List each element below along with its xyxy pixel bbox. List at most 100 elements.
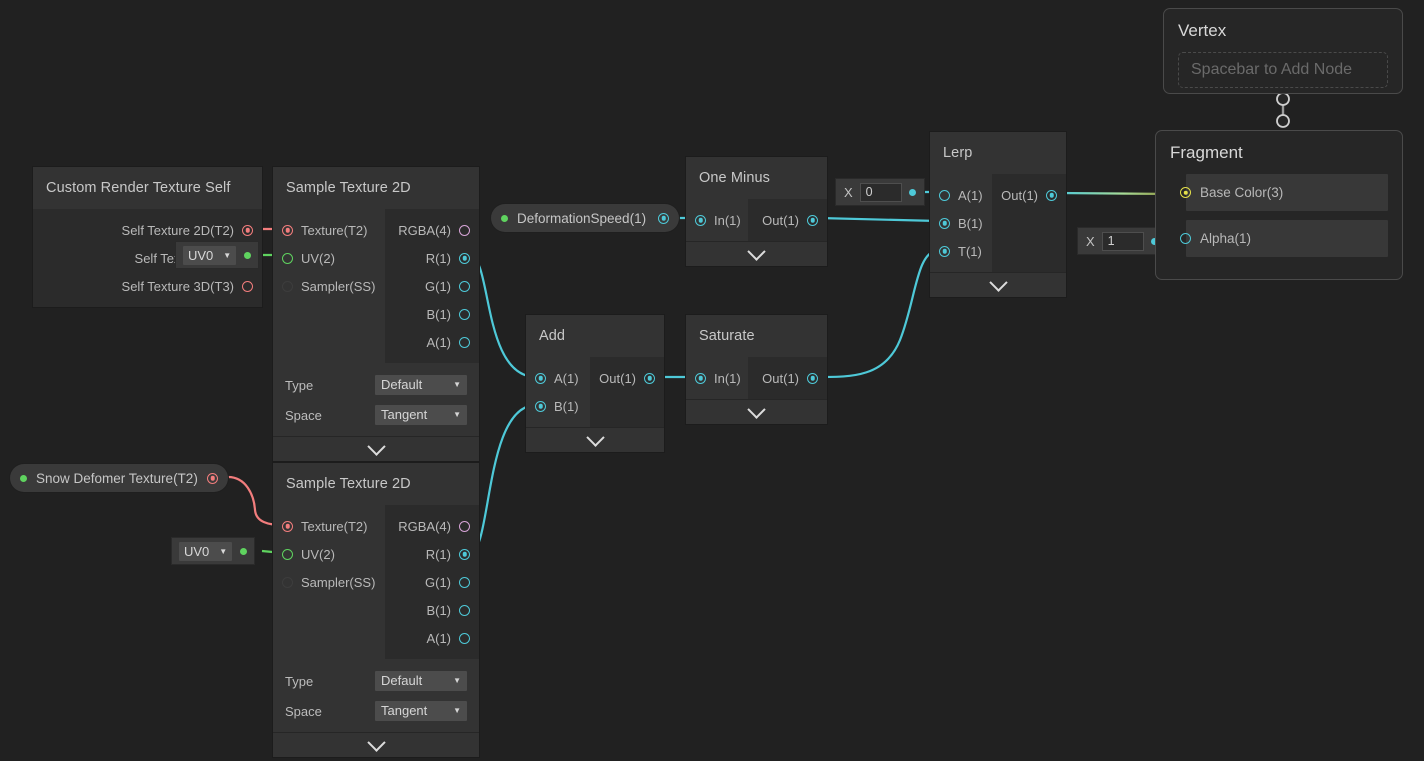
port-slot-out[interactable] bbox=[644, 372, 655, 384]
port-g[interactable]: G(1) bbox=[385, 272, 479, 300]
port-slot-sampler[interactable] bbox=[282, 280, 293, 292]
setting-type[interactable]: Type Default ▼ bbox=[273, 668, 479, 694]
node-custom-render-texture-self[interactable]: Custom Render Texture Self Self Texture … bbox=[33, 167, 262, 307]
port-self-texture-3d[interactable]: Self Texture 3D(T3) bbox=[33, 272, 262, 300]
value-output-dot[interactable] bbox=[908, 188, 916, 196]
port-out[interactable]: Out(1) bbox=[992, 181, 1066, 209]
property-deformation-speed[interactable]: DeformationSpeed(1) bbox=[491, 204, 679, 232]
collapse-toggle[interactable] bbox=[526, 427, 664, 452]
space-dropdown[interactable]: Tangent ▼ bbox=[375, 701, 467, 721]
fragment-row-base-color[interactable]: Base Color(3) bbox=[1170, 174, 1388, 211]
port-b[interactable]: B(1) bbox=[385, 596, 479, 624]
port-slot-texture[interactable] bbox=[242, 224, 253, 236]
port-slot-b[interactable] bbox=[459, 604, 470, 616]
port-slot-uv[interactable] bbox=[282, 548, 293, 560]
port-slot-r[interactable] bbox=[459, 548, 470, 560]
type-dropdown[interactable]: Default ▼ bbox=[375, 671, 467, 691]
master-stack-vertex-block[interactable]: Vertex Spacebar to Add Node bbox=[1163, 8, 1403, 94]
uv-selector-crt[interactable]: UV0 ▼ bbox=[176, 242, 259, 268]
port-b[interactable]: B(1) bbox=[526, 392, 590, 420]
collapse-toggle[interactable] bbox=[273, 436, 479, 461]
port-slot-r[interactable] bbox=[459, 252, 470, 264]
setting-space[interactable]: Space Tangent ▼ bbox=[273, 698, 479, 724]
port-slot-a[interactable] bbox=[535, 372, 546, 384]
port-self-texture-2d[interactable]: Self Texture 2D(T2) bbox=[33, 216, 262, 244]
port-sampler[interactable]: Sampler(SS) bbox=[273, 568, 385, 596]
port-rgba[interactable]: RGBA(4) bbox=[385, 216, 479, 244]
port-slot-a[interactable] bbox=[459, 336, 470, 348]
port-out[interactable]: Out(1) bbox=[590, 364, 664, 392]
port-slot-out[interactable] bbox=[807, 214, 818, 226]
port-slot-a[interactable] bbox=[939, 189, 950, 201]
port-slot-rgba[interactable] bbox=[459, 520, 470, 532]
port-r[interactable]: R(1) bbox=[385, 244, 479, 272]
node-sample-texture-2d-2[interactable]: Sample Texture 2D Texture(T2) UV(2) Samp… bbox=[273, 463, 479, 757]
node-lerp[interactable]: Lerp A(1) B(1) T(1) Out(1) bbox=[930, 132, 1066, 297]
port-a[interactable]: A(1) bbox=[526, 364, 590, 392]
port-rgba[interactable]: RGBA(4) bbox=[385, 512, 479, 540]
port-slot-uv[interactable] bbox=[282, 252, 293, 264]
port-slot-alpha[interactable] bbox=[1180, 233, 1191, 244]
value-output-dot[interactable] bbox=[1150, 237, 1158, 245]
node-one-minus[interactable]: One Minus In(1) Out(1) bbox=[686, 157, 827, 266]
fragment-alpha-value-field[interactable]: X 1 bbox=[1078, 228, 1166, 254]
port-slot-sampler[interactable] bbox=[282, 576, 293, 588]
uv-dropdown[interactable]: UV0 ▼ bbox=[183, 245, 237, 265]
port-a[interactable]: A(1) bbox=[385, 328, 479, 356]
lerp-a-value-field[interactable]: X 0 bbox=[836, 179, 924, 205]
alpha-input[interactable]: 1 bbox=[1101, 231, 1144, 251]
port-in[interactable]: In(1) bbox=[686, 206, 748, 234]
node-add[interactable]: Add A(1) B(1) Out(1) bbox=[526, 315, 664, 452]
port-slot-out[interactable] bbox=[807, 372, 818, 384]
node-saturate[interactable]: Saturate In(1) Out(1) bbox=[686, 315, 827, 424]
port-slot-g[interactable] bbox=[459, 576, 470, 588]
collapse-toggle[interactable] bbox=[686, 399, 827, 424]
port-out[interactable]: Out(1) bbox=[748, 364, 827, 392]
port-slot-b[interactable] bbox=[459, 308, 470, 320]
port-slot-b[interactable] bbox=[535, 400, 546, 412]
port-t[interactable]: T(1) bbox=[930, 237, 992, 265]
lerp-a-input[interactable]: 0 bbox=[859, 182, 902, 202]
setting-type[interactable]: Type Default ▼ bbox=[273, 372, 479, 398]
port-slot-g[interactable] bbox=[459, 280, 470, 292]
port-slot-a[interactable] bbox=[459, 632, 470, 644]
port-slot-base-color[interactable] bbox=[1180, 187, 1191, 198]
port-r[interactable]: R(1) bbox=[385, 540, 479, 568]
vertex-add-node-placeholder[interactable]: Spacebar to Add Node bbox=[1178, 52, 1388, 88]
port-b[interactable]: B(1) bbox=[385, 300, 479, 328]
port-slot-in[interactable] bbox=[695, 372, 706, 384]
port-slot-texture-3d[interactable] bbox=[242, 280, 253, 292]
uv-output-dot[interactable] bbox=[244, 251, 252, 259]
port-slot-in[interactable] bbox=[695, 214, 706, 226]
port-sampler[interactable]: Sampler(SS) bbox=[273, 272, 385, 300]
port-texture[interactable]: Texture(T2) bbox=[273, 512, 385, 540]
property-output-slot[interactable] bbox=[207, 472, 218, 484]
port-slot-rgba[interactable] bbox=[459, 224, 470, 236]
port-b[interactable]: B(1) bbox=[930, 209, 992, 237]
uv-selector-sample2[interactable]: UV0 ▼ bbox=[172, 538, 255, 564]
fragment-row-alpha[interactable]: Alpha(1) bbox=[1170, 220, 1388, 257]
collapse-toggle[interactable] bbox=[686, 241, 827, 266]
collapse-toggle[interactable] bbox=[930, 272, 1066, 297]
port-slot-texture[interactable] bbox=[282, 520, 293, 532]
port-g[interactable]: G(1) bbox=[385, 568, 479, 596]
property-snow-deformer-texture[interactable]: Snow Defomer Texture(T2) bbox=[10, 464, 228, 492]
port-a[interactable]: A(1) bbox=[930, 181, 992, 209]
uv-output-dot[interactable] bbox=[240, 547, 248, 555]
type-dropdown[interactable]: Default ▼ bbox=[375, 375, 467, 395]
uv-dropdown[interactable]: UV0 ▼ bbox=[179, 541, 233, 561]
port-uv[interactable]: UV(2) bbox=[273, 540, 385, 568]
port-slot-out[interactable] bbox=[1046, 189, 1057, 201]
port-uv[interactable]: UV(2) bbox=[273, 244, 385, 272]
port-slot-texture[interactable] bbox=[282, 224, 293, 236]
space-dropdown[interactable]: Tangent ▼ bbox=[375, 405, 467, 425]
collapse-toggle[interactable] bbox=[273, 732, 479, 757]
port-slot-t[interactable] bbox=[939, 245, 950, 257]
port-texture[interactable]: Texture(T2) bbox=[273, 216, 385, 244]
port-a[interactable]: A(1) bbox=[385, 624, 479, 652]
master-stack-fragment-block[interactable]: Fragment Base Color(3) Alpha(1) bbox=[1155, 130, 1403, 280]
node-sample-texture-2d-1[interactable]: Sample Texture 2D Texture(T2) UV(2) Samp… bbox=[273, 167, 479, 461]
port-out[interactable]: Out(1) bbox=[748, 206, 827, 234]
setting-space[interactable]: Space Tangent ▼ bbox=[273, 402, 479, 428]
